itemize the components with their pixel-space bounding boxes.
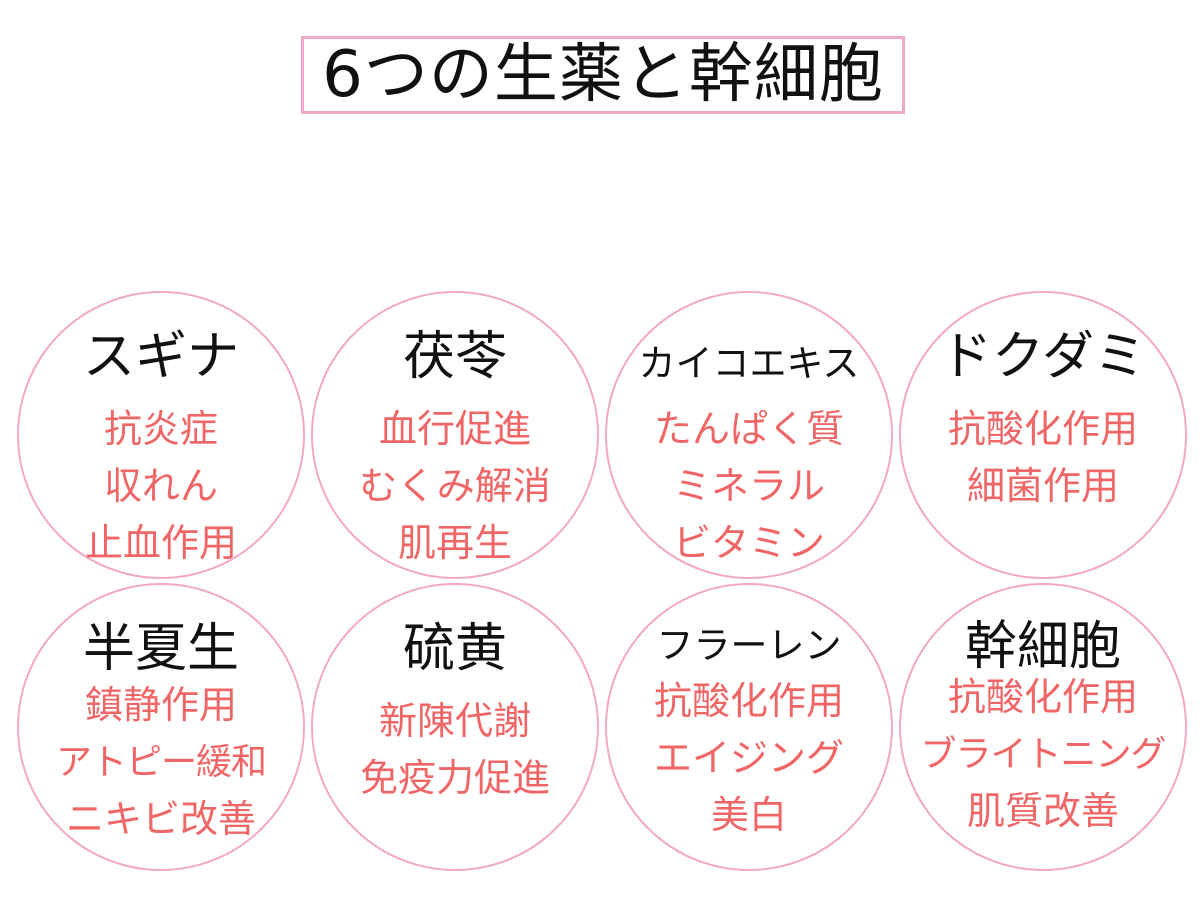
effect-item: ミネラル: [672, 464, 825, 508]
ingredient-circle-hangesho: 半夏生 鎮静作用 アトピー緩和 ニキビ改善: [17, 583, 305, 871]
ingredient-name: 硫黄: [402, 619, 507, 679]
effect-item: 鎮静作用: [84, 683, 237, 727]
effect-list: 血行促進 むくみ解消 肌再生: [313, 401, 597, 572]
ingredient-name: フラーレン: [656, 624, 842, 667]
effect-list: 抗酸化作用 細菌作用: [901, 401, 1185, 515]
effect-list: 新陳代謝 免疫力促進: [313, 693, 597, 807]
effect-item: ビタミン: [672, 521, 825, 565]
effect-list: 鎮静作用 アトピー緩和 ニキビ改善: [19, 677, 303, 848]
effect-item: ニキビ改善: [65, 797, 256, 841]
ingredient-circle-io: 硫黄 新陳代謝 免疫力促進: [311, 583, 599, 871]
effect-list: 抗酸化作用 エイジング 美白: [607, 673, 891, 844]
ingredient-circle-kansaibo: 幹細胞 抗酸化作用 ブライトニング 肌質改善: [899, 583, 1187, 871]
effect-item: 肌質改善: [966, 789, 1119, 833]
ingredient-name: 半夏生: [82, 619, 239, 679]
effect-list: 抗酸化作用 ブライトニング 肌質改善: [901, 669, 1185, 840]
ingredient-name: ドクダミ: [940, 327, 1146, 387]
effect-item: ブライトニング: [920, 734, 1166, 775]
effect-list: 抗炎症 収れん 止血作用: [19, 401, 303, 572]
effect-item: アトピー緩和: [55, 742, 267, 783]
effect-item: 止血作用: [84, 521, 237, 565]
effect-item: 血行促進: [378, 407, 531, 451]
ingredient-circle-sugina: スギナ 抗炎症 収れん 止血作用: [17, 291, 305, 579]
effect-item: 免疫力促進: [359, 756, 550, 800]
effect-item: 抗酸化作用: [653, 679, 844, 723]
effect-item: 新陳代謝: [378, 699, 531, 743]
ingredient-name: 幹細胞: [964, 617, 1121, 677]
ingredient-name: 茯苓: [402, 327, 507, 387]
effect-list: たんぱく質 ミネラル ビタミン: [607, 401, 891, 572]
effect-item: 抗酸化作用: [947, 675, 1138, 719]
ingredient-circle-dokudami: ドクダミ 抗酸化作用 細菌作用: [899, 291, 1187, 579]
title-box: 6つの生薬と幹細胞: [301, 36, 905, 114]
effect-item: 抗炎症: [103, 407, 218, 451]
page-title: 6つの生薬と幹細胞: [322, 38, 884, 112]
effect-item: 細菌作用: [966, 464, 1119, 508]
effect-item: 収れん: [103, 464, 218, 508]
effect-item: たんぱく質: [653, 407, 844, 451]
effect-item: エイジング: [653, 736, 844, 780]
effect-item: 美白: [710, 793, 787, 837]
ingredient-name: カイコエキス: [638, 342, 860, 385]
ingredient-circle-kaiko: カイコエキス たんぱく質 ミネラル ビタミン: [605, 291, 893, 579]
ingredient-name: スギナ: [82, 327, 239, 387]
effect-item: 抗酸化作用: [947, 407, 1138, 451]
ingredient-circle-fullerene: フラーレン 抗酸化作用 エイジング 美白: [605, 583, 893, 871]
effect-item: むくみ解消: [359, 464, 551, 508]
ingredient-circle-bukuryo: 茯苓 血行促進 むくみ解消 肌再生: [311, 291, 599, 579]
effect-item: 肌再生: [397, 521, 512, 565]
